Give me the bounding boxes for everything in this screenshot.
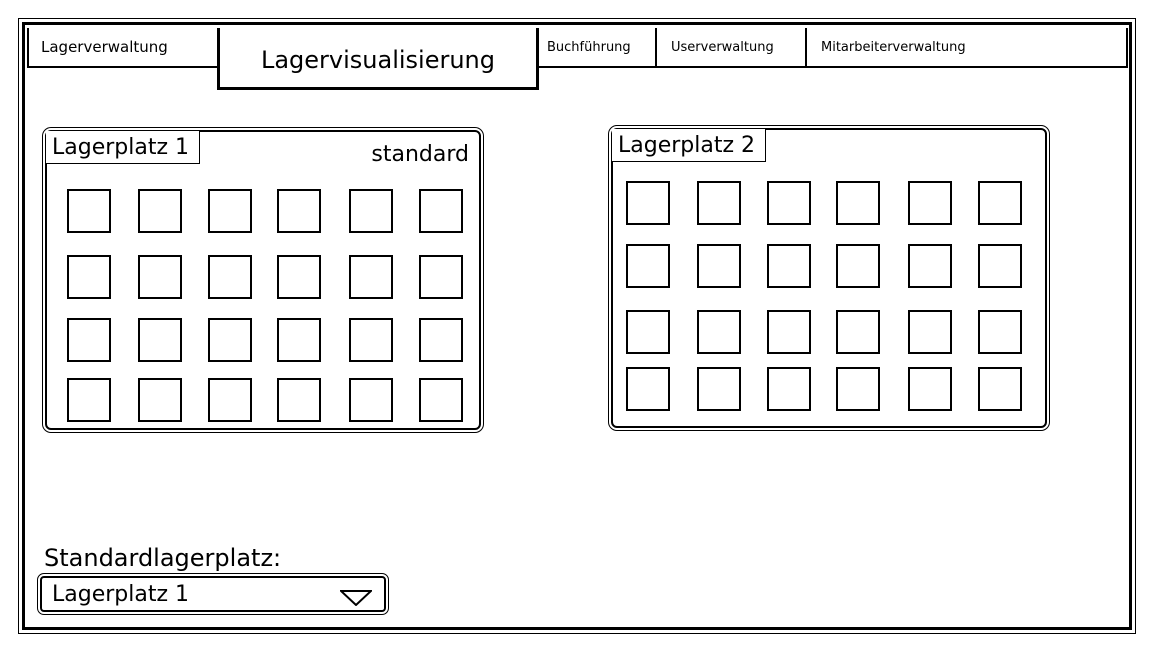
storage-slot[interactable] bbox=[908, 310, 952, 354]
storage-slot[interactable] bbox=[836, 367, 880, 411]
storage-slot[interactable] bbox=[908, 181, 952, 225]
storage-slot[interactable] bbox=[277, 378, 321, 422]
storage-slot[interactable] bbox=[767, 310, 811, 354]
storage-slot[interactable] bbox=[419, 189, 463, 233]
storage-slot[interactable] bbox=[908, 244, 952, 288]
panel-status: standard bbox=[371, 142, 469, 167]
storage-slot[interactable] bbox=[208, 378, 252, 422]
tab-label: Userverwaltung bbox=[671, 39, 774, 55]
tab-mitarbeiterverwaltung[interactable]: Mitarbeiterverwaltung bbox=[805, 28, 1128, 68]
storage-slot[interactable] bbox=[277, 255, 321, 299]
storage-slot[interactable] bbox=[697, 310, 741, 354]
storage-slot[interactable] bbox=[767, 367, 811, 411]
tab-lagerverwaltung[interactable]: Lagerverwaltung bbox=[27, 28, 219, 68]
storage-slot[interactable] bbox=[836, 181, 880, 225]
storage-slot[interactable] bbox=[626, 310, 670, 354]
storage-slot[interactable] bbox=[138, 189, 182, 233]
storage-slot[interactable] bbox=[626, 181, 670, 225]
storage-slot[interactable] bbox=[67, 189, 111, 233]
storage-slot[interactable] bbox=[67, 378, 111, 422]
triangle-down-icon bbox=[338, 587, 374, 612]
storage-slot[interactable] bbox=[978, 244, 1022, 288]
tab-buchfuehrung[interactable]: Buchführung bbox=[537, 28, 657, 68]
storage-slot[interactable] bbox=[419, 255, 463, 299]
default-location-label: Standardlagerplatz: bbox=[44, 544, 282, 572]
storage-slot[interactable] bbox=[208, 318, 252, 362]
tab-label: Buchführung bbox=[547, 39, 631, 55]
storage-slot[interactable] bbox=[836, 310, 880, 354]
storage-slot[interactable] bbox=[67, 318, 111, 362]
storage-slot[interactable] bbox=[767, 244, 811, 288]
storage-slot[interactable] bbox=[138, 255, 182, 299]
storage-slot[interactable] bbox=[277, 318, 321, 362]
select-value: Lagerplatz 1 bbox=[52, 581, 190, 607]
tab-lagervisualisierung[interactable]: Lagervisualisierung bbox=[217, 28, 539, 90]
storage-slot[interactable] bbox=[626, 367, 670, 411]
storage-slot[interactable] bbox=[138, 378, 182, 422]
storage-slot[interactable] bbox=[349, 378, 393, 422]
storage-slot[interactable] bbox=[67, 255, 111, 299]
storage-slot[interactable] bbox=[697, 244, 741, 288]
storage-slot[interactable] bbox=[208, 189, 252, 233]
storage-slot[interactable] bbox=[277, 189, 321, 233]
storage-slot[interactable] bbox=[836, 244, 880, 288]
storage-slot[interactable] bbox=[697, 367, 741, 411]
storage-slot[interactable] bbox=[419, 378, 463, 422]
storage-slot[interactable] bbox=[978, 181, 1022, 225]
storage-slot[interactable] bbox=[349, 189, 393, 233]
storage-slot[interactable] bbox=[138, 318, 182, 362]
storage-slot[interactable] bbox=[208, 255, 252, 299]
storage-panel-1: Lagerplatz 1 standard bbox=[42, 127, 484, 433]
panel-title: Lagerplatz 2 bbox=[612, 129, 767, 162]
tab-label: Lagerverwaltung bbox=[41, 38, 168, 56]
panel-title: Lagerplatz 1 bbox=[46, 131, 201, 164]
storage-slot[interactable] bbox=[349, 255, 393, 299]
storage-slot[interactable] bbox=[626, 244, 670, 288]
storage-slot[interactable] bbox=[978, 367, 1022, 411]
storage-slot[interactable] bbox=[908, 367, 952, 411]
default-location-select[interactable]: Lagerplatz 1 bbox=[37, 573, 389, 615]
storage-slot[interactable] bbox=[978, 310, 1022, 354]
tab-label: Lagervisualisierung bbox=[260, 45, 496, 74]
app-window bbox=[18, 18, 1136, 634]
storage-slot[interactable] bbox=[419, 318, 463, 362]
storage-panel-2: Lagerplatz 2 bbox=[608, 125, 1050, 431]
storage-slot[interactable] bbox=[767, 181, 811, 225]
tab-label: Mitarbeiterverwaltung bbox=[821, 39, 966, 55]
tab-userverwaltung[interactable]: Userverwaltung bbox=[655, 28, 807, 68]
storage-slot[interactable] bbox=[349, 318, 393, 362]
storage-slot[interactable] bbox=[697, 181, 741, 225]
